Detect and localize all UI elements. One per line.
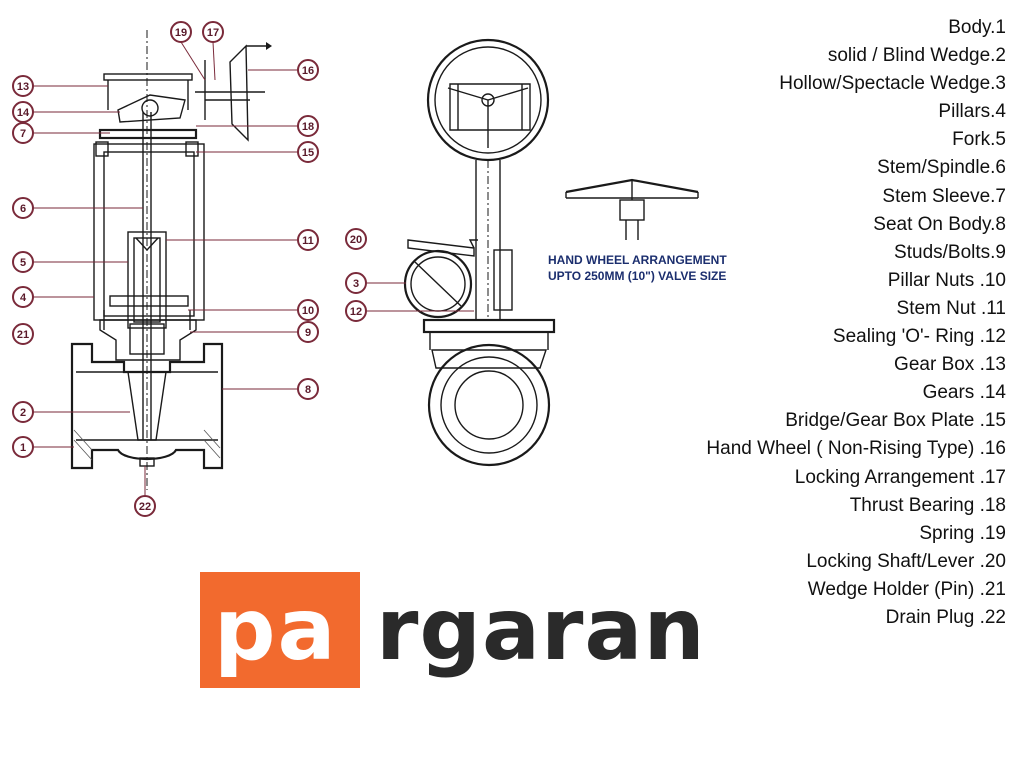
callouts-left: 13 14 7 6 5 4 21 2 1 19 17 16 18 15 11 1…: [12, 21, 319, 517]
callout-20: [345, 228, 367, 250]
callout-17: [202, 21, 224, 43]
parts-list-item: Studs/Bolts.9: [894, 241, 1006, 263]
callout-21: [12, 323, 34, 345]
svg-text:12: 12: [350, 306, 362, 318]
parts-list-item: Stem Sleeve.7: [882, 185, 1006, 207]
svg-text:6: 6: [20, 203, 26, 215]
svg-text:10: 10: [302, 305, 314, 317]
callout-18: [297, 115, 319, 137]
parts-list-item: Fork.5: [952, 129, 1006, 151]
callouts-middle: 20 3 12: [345, 228, 474, 322]
svg-text:3: 3: [353, 278, 359, 290]
callout-7: [12, 122, 34, 144]
callout-22: [134, 495, 156, 517]
callout-10: [297, 299, 319, 321]
sectional-view: [70, 30, 272, 490]
parts-list-item: Sealing 'O'- Ring .12: [832, 326, 1006, 348]
parts-list-item: solid / Blind Wedge.2: [827, 45, 1006, 67]
callout-2: [12, 401, 34, 423]
handwheel-note-line1: HAND WHEEL ARRANGEMENT: [548, 253, 727, 267]
parts-list-item: Gear Box .13: [894, 354, 1006, 376]
callout-11: [297, 229, 319, 251]
callout-16: [297, 59, 319, 81]
parts-list-item: Gears .14: [922, 382, 1006, 404]
parts-list-item: Body.1: [948, 17, 1006, 38]
svg-text:7: 7: [20, 128, 26, 140]
callout-15: [297, 141, 319, 163]
parts-list-item: Spring .19: [919, 522, 1006, 544]
parts-list-item: Stem Nut .11: [896, 297, 1006, 319]
logo-orange-box: [200, 572, 360, 688]
callout-12: [345, 300, 367, 322]
callout-13: [12, 75, 34, 97]
callout-5: [12, 251, 34, 273]
svg-text:13: 13: [17, 81, 29, 93]
svg-text:15: 15: [302, 147, 314, 159]
side-view: [403, 38, 556, 467]
logo-text-pa: pa: [214, 580, 338, 680]
svg-text:22: 22: [139, 501, 151, 513]
callout-3: [345, 272, 367, 294]
svg-text:17: 17: [207, 27, 219, 39]
callout-9: [297, 321, 319, 343]
callout-8: [297, 378, 319, 400]
svg-text:21: 21: [17, 329, 29, 341]
svg-text:18: 18: [302, 121, 314, 133]
svg-text:9: 9: [305, 327, 311, 339]
svg-text:1: 1: [20, 442, 26, 454]
svg-text:8: 8: [305, 384, 311, 396]
svg-text:16: 16: [302, 65, 314, 77]
handwheel-note-line2: UPTO 250MM (10") VALVE SIZE: [548, 269, 726, 283]
callout-6: [12, 197, 34, 219]
parts-list-item: Bridge/Gear Box Plate .15: [785, 410, 1006, 432]
svg-text:20: 20: [350, 234, 362, 246]
callout-1: [12, 436, 34, 458]
svg-text:2: 2: [20, 407, 26, 419]
parts-list-item: Wedge Holder (Pin) .21: [807, 578, 1006, 600]
svg-text:19: 19: [175, 27, 187, 39]
svg-text:11: 11: [302, 235, 314, 247]
svg-text:5: 5: [20, 257, 26, 269]
parts-list-item: Hand Wheel ( Non-Rising Type) .16: [706, 438, 1006, 460]
parts-list-item: Hollow/Spectacle Wedge.3: [779, 73, 1006, 95]
logo-text-rgaran: rgaran: [376, 580, 706, 680]
parts-list: Body.1 solid / Blind Wedge.2 Hollow/Spec…: [706, 14, 1006, 632]
parts-list-item: Stem/Spindle.6: [877, 157, 1006, 179]
parts-list-item: Pillars.4: [938, 101, 1006, 123]
svg-text:4: 4: [20, 292, 27, 304]
callout-19: [170, 21, 192, 43]
parts-list-item: Drain Plug .22: [885, 606, 1006, 628]
callout-4: [12, 286, 34, 308]
parts-list-item: Seat On Body.8: [873, 213, 1006, 235]
parts-list-item: Pillar Nuts .10: [887, 269, 1006, 291]
svg-text:14: 14: [17, 107, 30, 119]
parts-list-item: Locking Shaft/Lever .20: [806, 550, 1006, 572]
parts-list-item: Locking Arrangement .17: [794, 466, 1006, 488]
handwheel-detail: HAND WHEEL ARRANGEMENT UPTO 250MM (10") …: [548, 178, 727, 283]
parts-list-item: Thrust Bearing .18: [849, 494, 1006, 516]
